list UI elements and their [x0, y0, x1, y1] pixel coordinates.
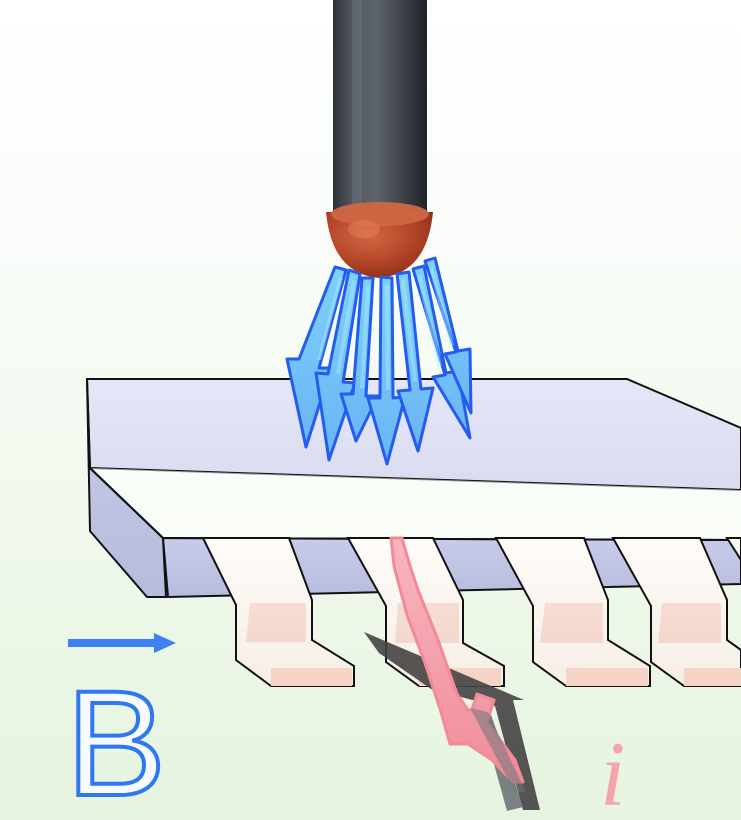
chip-icon [85, 378, 741, 599]
current-label: i [600, 723, 626, 820]
pin-1 [201, 537, 355, 687]
vector-arrow-icon [68, 633, 176, 653]
pin-5 [725, 537, 741, 562]
current-arrow-icon [389, 536, 526, 792]
pin-4 [611, 537, 741, 687]
beam-arrows-icon [285, 256, 473, 466]
magnetic-field-label: B [64, 659, 168, 820]
probe-icon [326, 0, 433, 278]
pin-3 [494, 537, 651, 687]
